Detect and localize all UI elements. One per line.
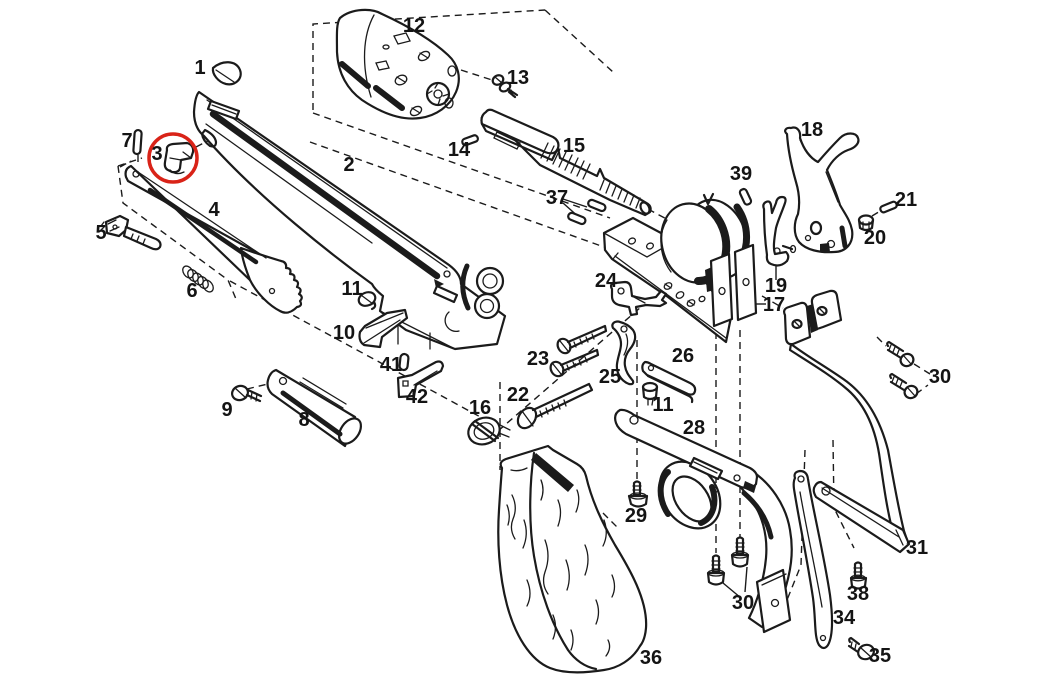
part-label-23: 23 (527, 348, 549, 370)
part-label-20: 20 (864, 227, 886, 249)
part-label-28: 28 (683, 417, 705, 439)
part-38-screw-shape (849, 561, 868, 590)
part-label-26: 26 (672, 345, 694, 367)
part-label-12: 12 (403, 15, 425, 37)
part-24-bolt-shape (609, 280, 668, 317)
part-28-trigger-guard-shape (614, 408, 793, 634)
part-12-cylinder-shape (335, 8, 460, 120)
part-31-backstrap-shape (783, 289, 911, 554)
part-label-37: 37 (546, 187, 568, 209)
part-label-41: 41 (380, 354, 402, 376)
part-42-bolt-spring-shape (396, 360, 445, 399)
part-label-11b: 11 (652, 394, 673, 416)
part-label-29: 29 (625, 505, 647, 527)
part-19-hand-shape (762, 195, 797, 267)
part-29-screw-shape (627, 480, 649, 508)
part-2-barrel-shape (192, 90, 507, 351)
part-9-screw-shape (231, 384, 263, 403)
part-11-screw-b-shape (641, 381, 659, 406)
part-1-front-sight-shape (211, 61, 242, 86)
part-20-nut-shape (857, 214, 875, 232)
part-21-pin-shape (879, 200, 898, 214)
part-label-35: 35 (869, 645, 891, 667)
part-25-trigger-shape (611, 320, 637, 386)
part-label-17: 17 (763, 294, 785, 316)
part-label-11a: 11 (341, 278, 362, 300)
part-label-22: 22 (507, 384, 529, 406)
part-label-36: 36 (640, 647, 662, 669)
part-41-pin-shape (398, 352, 410, 372)
part-14-pin-shape (461, 134, 479, 147)
part-23-screws-shape (549, 324, 608, 378)
part-30-screws-left-shape (706, 536, 750, 586)
part-label-3: 3 (151, 143, 162, 165)
part-6-spring-shape (182, 265, 214, 293)
part-label-1: 1 (194, 57, 205, 79)
part-label-4: 4 (208, 199, 220, 221)
part-label-13: 13 (507, 67, 529, 89)
part-number-labels: 1 2 3 4 5 6 7 8 9 10 11 12 13 14 15 16 1… (95, 15, 951, 669)
part-4-loading-lever-shape (124, 164, 303, 314)
part-11-screw-a-shape (357, 291, 377, 311)
part-label-16: 16 (469, 397, 491, 419)
part-label-31: 31 (906, 537, 928, 559)
part-label-10: 10 (333, 322, 355, 344)
part-7-pin-shape (132, 128, 143, 156)
part-label-30-right: 30 (929, 366, 951, 388)
part-label-9: 9 (221, 399, 232, 421)
part-16-screw-shape (467, 416, 511, 446)
part-35-screw-shape (847, 636, 875, 661)
part-label-6: 6 (186, 280, 197, 302)
part-3-wedge-shape (163, 141, 195, 175)
part-13-nipple-shape (491, 74, 519, 99)
part-label-2: 2 (343, 154, 354, 176)
part-39-pin-shape (738, 187, 753, 206)
part-label-7: 7 (121, 130, 132, 152)
part-5-latch-shape (100, 214, 162, 251)
part-label-14: 14 (448, 139, 471, 161)
part-label-15: 15 (563, 135, 585, 157)
part-label-30-left: 30 (732, 592, 754, 614)
part-34-mainspring-shape (792, 469, 834, 650)
highlight-circle (147, 132, 199, 184)
part-17-frame-shape (602, 192, 758, 344)
part-18-hammer-shape (784, 126, 860, 254)
part-37-pins-shape (567, 198, 607, 226)
part-label-18: 18 (801, 119, 823, 141)
part-36-grip-shape (497, 444, 648, 674)
part-label-19: 19 (765, 275, 787, 297)
part-label-24: 24 (595, 270, 618, 292)
part-label-34: 34 (833, 607, 856, 629)
part-label-42: 42 (406, 386, 428, 408)
part-30-screws-right-shape (886, 340, 919, 400)
part-8-plunger-shape (266, 368, 363, 448)
part-label-21: 21 (895, 189, 917, 211)
part-label-25: 25 (599, 366, 621, 388)
part-15-cylinder-arbor-shape (480, 108, 652, 217)
part-label-5: 5 (95, 222, 106, 244)
part-label-38: 38 (847, 583, 869, 605)
part-10-wedge-key-shape (358, 308, 409, 349)
part-label-39: 39 (730, 163, 752, 185)
part-22-screw-shape (516, 382, 594, 430)
part-26-trigger-spring-shape (641, 360, 697, 404)
part-label-8: 8 (298, 409, 309, 431)
